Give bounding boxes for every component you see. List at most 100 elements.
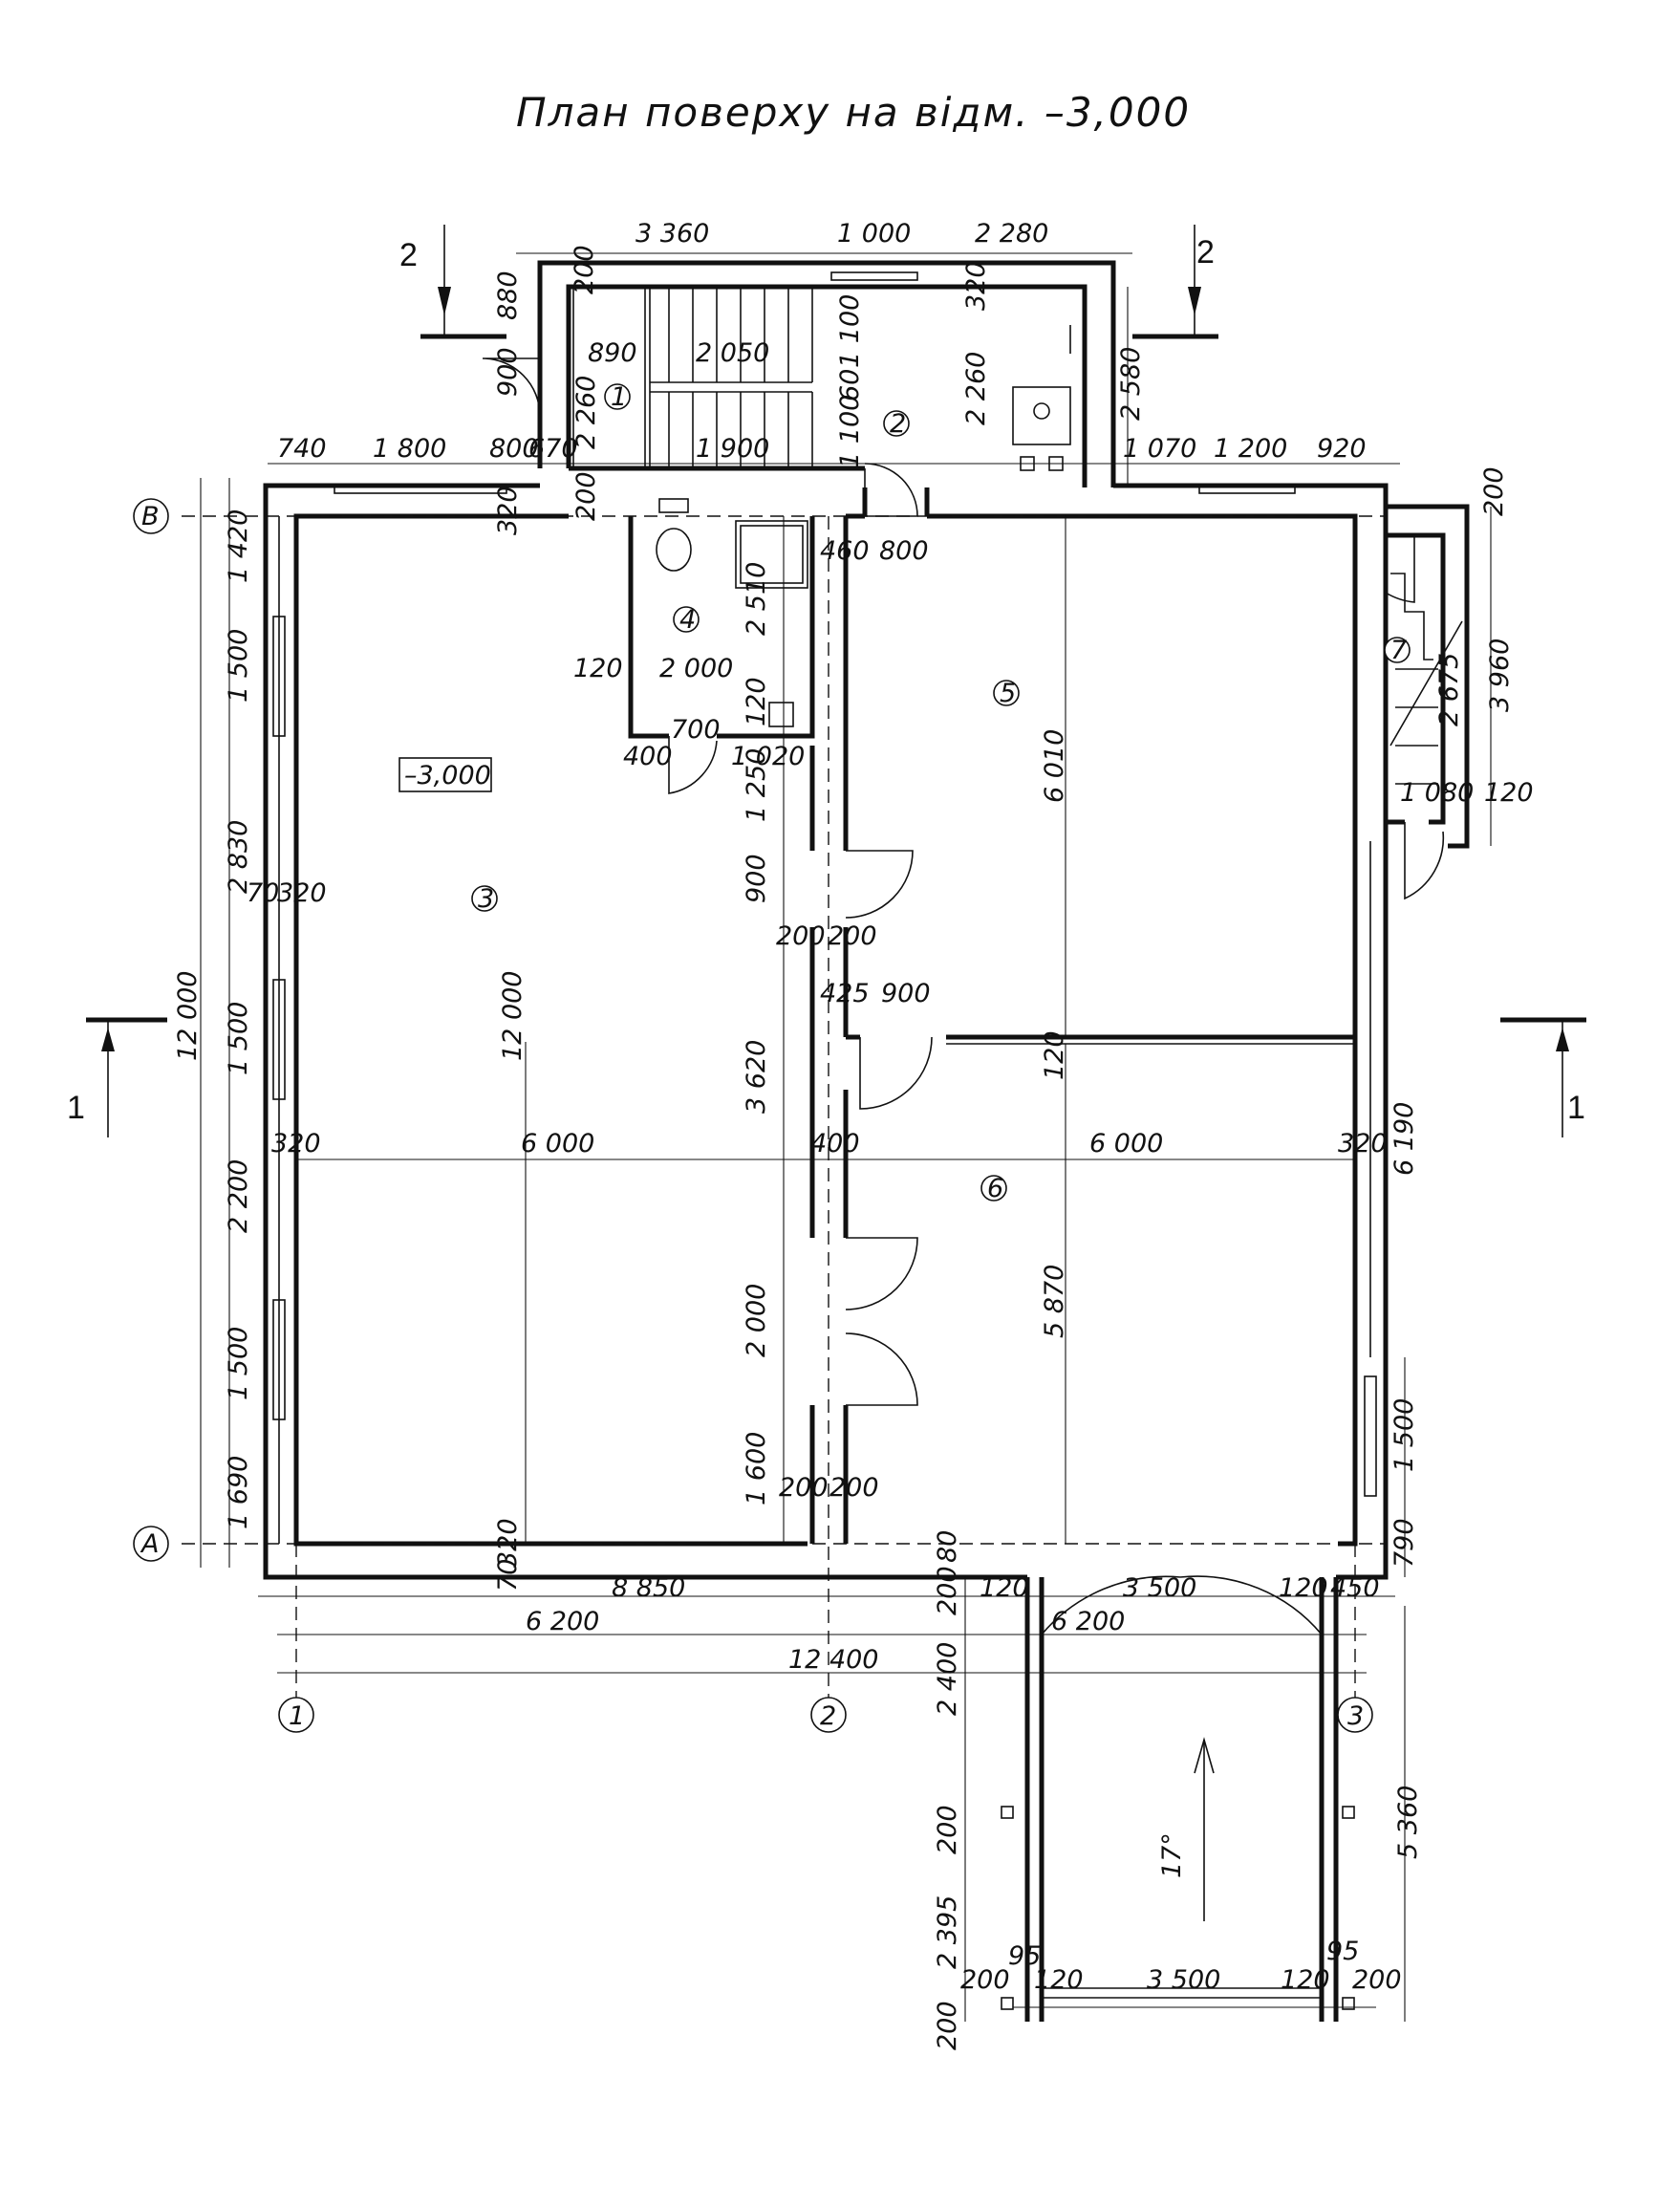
dim-top2-740: 740 [277, 434, 327, 464]
dim-mid-425: 425 [820, 979, 870, 1008]
dim-top-2280: 2 280 [975, 219, 1048, 249]
dim-right-5360: 5 360 [1393, 1786, 1423, 1859]
doors [482, 357, 1445, 1711]
dim-mid-200c: 200 [779, 1473, 829, 1503]
dim-top2-670: 670 [528, 434, 578, 464]
dim-ramp-2400: 2 400 [933, 1642, 962, 1716]
dim-mid-900b: 900 [881, 979, 931, 1008]
dim-stair-890: 890 [588, 338, 637, 368]
room-label-4: 4 [679, 605, 696, 635]
dim-stair-1100a: 1 100 [835, 294, 865, 368]
room-label-1: 1 [611, 382, 627, 412]
dim-left-320c: 320 [493, 1518, 523, 1568]
dim-left-2200: 2 200 [224, 1159, 253, 1233]
dim-room7-1080: 1 080 [1400, 778, 1474, 808]
dim-top2-800: 800 [489, 434, 539, 464]
dim-stair-200: 200 [570, 245, 599, 294]
dim-ramp-200b: 200 [933, 2001, 962, 2050]
dim-mid-400: 400 [810, 1129, 860, 1158]
dim-top2-1200: 1 200 [1214, 434, 1287, 464]
section-label-1-right: 1 [1567, 1090, 1585, 1126]
dim-mid-200d: 200 [829, 1473, 879, 1503]
dim-room3-12000: 12 000 [498, 971, 528, 1061]
dim-stair-2580: 2 580 [1116, 347, 1146, 421]
dim-room7-2675: 2 675 [1434, 653, 1464, 726]
dimension-lines [200, 252, 1492, 2022]
dim-stair-900: 900 [493, 347, 523, 397]
dim-ramp-95a: 95 [1008, 1941, 1041, 1971]
axis-col-3: 3 [1347, 1701, 1364, 1731]
dim-mid-460: 460 [820, 536, 870, 566]
dim-ramp-3500: 3 500 [1147, 1965, 1220, 1995]
dim-left-1690: 1 690 [224, 1456, 253, 1529]
dim-ramp-120b: 120 [1281, 1965, 1330, 1995]
dim-bottom-120b: 120 [1279, 1573, 1328, 1603]
dim-mid-900: 900 [742, 854, 771, 903]
room-label-3: 3 [478, 884, 494, 914]
dim-right-790: 790 [1389, 1518, 1419, 1568]
walls [263, 260, 1470, 2022]
dim-left-12000: 12 000 [173, 971, 203, 1061]
dim-bottom-120a: 120 [980, 1573, 1029, 1603]
dim-ramp-200a: 200 [933, 1805, 962, 1854]
dim-ramp-200d: 200 [1352, 1965, 1402, 1995]
level-tag: –3,000 [404, 761, 491, 790]
room-label-7: 7 [1390, 636, 1407, 665]
dim-stair-1100b: 1 100 [835, 395, 865, 468]
stairs [572, 286, 1463, 785]
dim-room4-400: 400 [623, 742, 673, 771]
axis-row-v: В [141, 502, 160, 531]
dim-ramp-200c: 200 [960, 1965, 1010, 1995]
section-label-1-left: 1 [67, 1090, 85, 1126]
dim-top2-920: 920 [1317, 434, 1367, 464]
dim-ramp-95b: 95 [1326, 1937, 1359, 1966]
dim-room5-120: 120 [1040, 1030, 1069, 1080]
dim-ramp-2395: 2 395 [933, 1895, 962, 1969]
dim-stair-320: 320 [961, 261, 991, 311]
dim-ramp-120a: 120 [1034, 1965, 1084, 1995]
dim-room6-6000: 6 000 [1089, 1129, 1163, 1158]
axis-col-2: 2 [820, 1701, 836, 1731]
dim-room4-1020: 1 020 [731, 742, 805, 771]
dim-bottom-80: 80 [933, 1530, 962, 1563]
dim-room4-2510: 2 510 [742, 562, 771, 636]
dim-room4-700: 700 [671, 715, 721, 745]
section-label-2-left: 2 [399, 237, 418, 273]
dim-stair-60: 60 [835, 369, 865, 401]
slope-label: 17° [1157, 1832, 1187, 1878]
axis-row-a: А [140, 1529, 159, 1559]
dim-stair-2260b: 2 260 [961, 352, 991, 425]
fixtures [656, 325, 1355, 2010]
dim-top2-1070: 1 070 [1123, 434, 1196, 464]
dim-left-1500c: 1 500 [224, 1327, 253, 1400]
dim-stair-880: 880 [493, 271, 523, 320]
dim-left-70a: 70 [247, 878, 279, 908]
dim-left-1500b: 1 500 [224, 1002, 253, 1075]
dim-bottom-6200b: 6 200 [1051, 1607, 1125, 1636]
dim-stair-2050: 2 050 [696, 338, 769, 368]
dim-room6-6190: 6 190 [1389, 1102, 1419, 1176]
dim-room4-120: 120 [573, 654, 623, 683]
dim-mid-200a: 200 [776, 921, 826, 951]
section-label-2-right: 2 [1196, 234, 1215, 271]
dim-bottom-3500: 3 500 [1123, 1573, 1196, 1603]
dim-mid-200b: 200 [828, 921, 877, 951]
dim-bottom-200: 200 [933, 1566, 962, 1615]
dim-mid-3620: 3 620 [742, 1040, 771, 1114]
dim-stair-1900: 1 900 [696, 434, 769, 464]
dim-room7-3960: 3 960 [1485, 639, 1515, 712]
windows [272, 271, 1377, 1544]
dim-left-320a: 320 [277, 878, 327, 908]
dim-room7-120: 120 [1484, 778, 1534, 808]
dim-room4-120b: 120 [742, 677, 771, 726]
dim-mid-1600: 1 600 [742, 1432, 771, 1505]
dim-mid-800: 800 [879, 536, 929, 566]
dim-room5-6010: 6 010 [1040, 729, 1069, 803]
dim-left-1500a: 1 500 [224, 629, 253, 703]
level-tag-box [398, 757, 492, 792]
dim-room6-320: 320 [1338, 1129, 1388, 1158]
section-marks: 2 2 1 1 [67, 225, 1586, 1137]
dim-bottom-8850: 8 850 [612, 1573, 685, 1603]
dim-top2-1800: 1 800 [373, 434, 446, 464]
